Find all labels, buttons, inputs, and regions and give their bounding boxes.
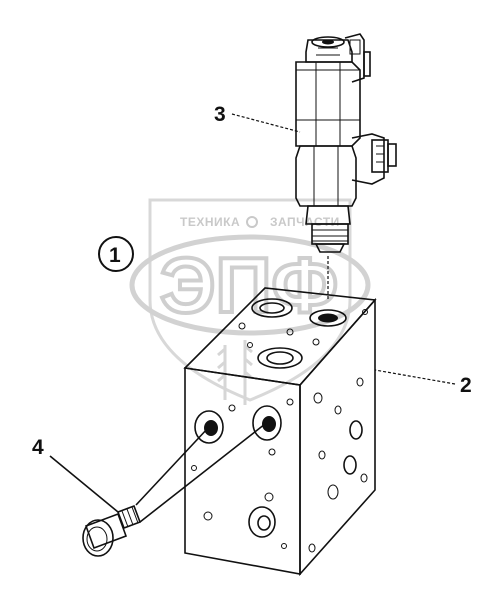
watermark-text-left: ТЕХНИКА: [180, 215, 240, 229]
axis-line-4: [135, 427, 209, 506]
callout-label-1: 1: [109, 244, 121, 267]
leader-line-4: [49, 455, 119, 513]
watermark-shield-icon: [148, 198, 352, 402]
callout-1: 1: [98, 236, 134, 272]
callout-label-2: 2: [460, 374, 472, 397]
watermark: ТЕХНИКА ЗАПЧАСТИ ЭПФ: [129, 198, 371, 405]
callout-label-4: 4: [32, 436, 44, 459]
block-front-face: [184, 367, 301, 575]
watermark-gear-icon: [246, 216, 258, 228]
valve-block: [183, 287, 377, 577]
callout-circle: [98, 236, 134, 272]
solenoid-valve: [295, 33, 397, 253]
callout-label-3: 3: [214, 103, 226, 126]
leader-line-2: [374, 369, 456, 385]
leader-line-3: [231, 113, 301, 133]
watermark-ellipse-icon: [129, 234, 371, 336]
watermark-wheat-icon: [217, 340, 253, 405]
watermark-text-right: ЗАПЧАСТИ: [270, 215, 340, 229]
watermark-big-text: ЭПФ: [160, 241, 338, 329]
plug-screw: [82, 504, 142, 557]
axis-line-4b: [139, 423, 266, 523]
block-side-face: [299, 297, 376, 577]
